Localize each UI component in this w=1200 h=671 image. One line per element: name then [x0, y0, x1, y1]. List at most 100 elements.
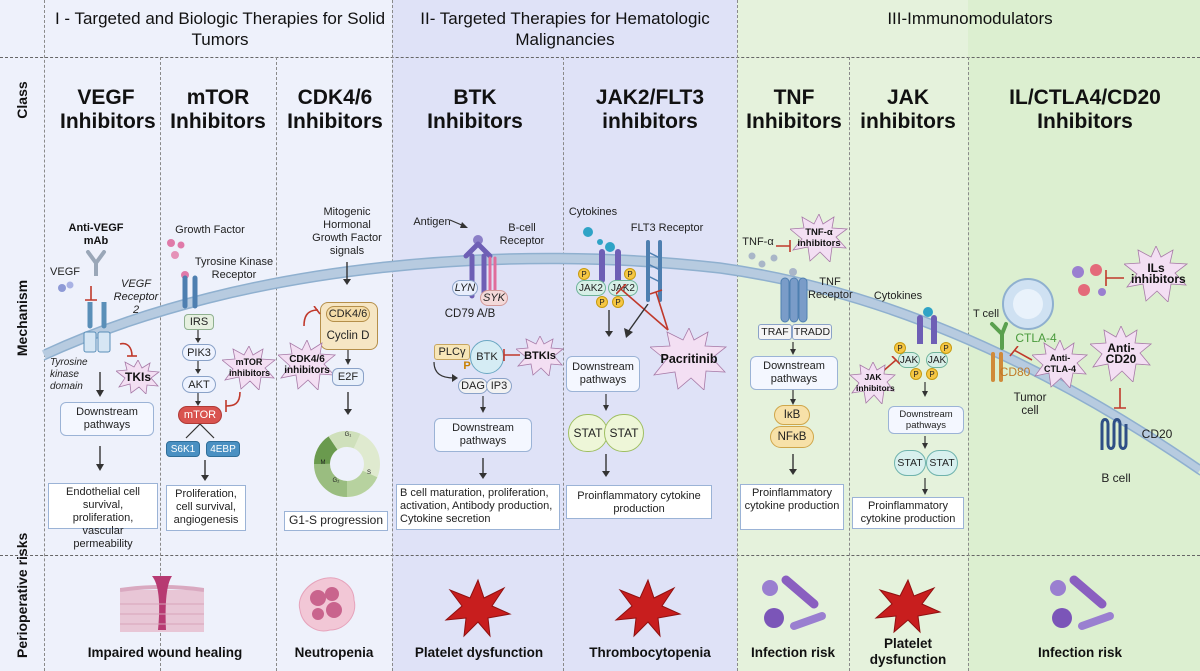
ctla4-icon: [990, 322, 1008, 350]
vegf-downstream-box: Downstream pathways: [60, 402, 154, 436]
tk-receptor-icon: [181, 271, 198, 309]
syk-node: SYK: [480, 290, 508, 306]
class-title-jak2: JAK2/FLT3 inhibitors: [595, 86, 705, 133]
inhibit-mark-cd20: [1114, 388, 1126, 409]
anti-cd20-label: Anti-CD20: [1105, 341, 1137, 366]
jak-p1: P: [894, 342, 906, 354]
vegf-label: VEGF: [50, 266, 80, 278]
class-title-cdk: CDK4/6 Inhibitors: [287, 86, 383, 133]
arrows-mtor-split: [185, 424, 215, 439]
arrow-mtor-4: [201, 460, 209, 481]
column-divider-5: [968, 57, 969, 671]
class-title-tnf: TNF Inhibitors: [746, 86, 842, 133]
akt-node: AKT: [182, 376, 216, 393]
pacritinib-burst: Pacritinib: [650, 328, 728, 390]
infection-icon-2: [1050, 575, 1114, 630]
wound-icon: [120, 576, 204, 632]
cdk-inhibitors-label: CDK4/6 inhibitors: [284, 354, 330, 376]
growth-factor-icon: [167, 239, 185, 259]
risks-divider: [0, 555, 1200, 556]
arrow-tnf-3: [789, 454, 797, 475]
tnf-downstream-box: Downstream pathways: [750, 356, 838, 390]
jak2-p3: P: [596, 296, 608, 308]
tumor-cell-label: Tumor cell: [1013, 392, 1047, 417]
arrow-plcg-dag: [433, 361, 458, 382]
btk-p-label: P: [463, 360, 471, 372]
arrow-btk-2: [479, 458, 487, 479]
btk-outcome-box: B cell maturation, proliferation, activa…: [396, 484, 560, 530]
antibody-icon: [86, 250, 106, 276]
arrow-mtor-2: [195, 361, 201, 374]
jak2-downstream-box: Downstream pathways: [566, 356, 640, 392]
platelet-icon-1: [444, 578, 512, 638]
jak2-stat-1: STAT: [568, 414, 608, 452]
section-3-title: III-Immunomodulators: [887, 9, 1053, 28]
irs-node: IRS: [184, 314, 214, 330]
section-2-title: II- Targeted Therapies for Hematologic M…: [420, 9, 710, 49]
arrow-btk-1: [480, 396, 486, 413]
jak2-cytokine-icon: [583, 227, 603, 245]
arrow-jak-1: [922, 382, 928, 397]
cd80-label: CD80: [999, 365, 1031, 379]
arrow-jak-3: [922, 478, 928, 495]
cd20-label: CD20: [1141, 427, 1173, 441]
risk-label-vegf: Impaired wound healing: [87, 645, 243, 660]
risk-label-il: Infection risk: [1037, 645, 1123, 660]
vegf-outcome-box: Endothelial cell survival, proliferation…: [48, 483, 158, 550]
cd80-icon: [991, 352, 1003, 382]
cycle-s-label: S: [366, 470, 371, 476]
s6k1-node: S6K1: [166, 441, 200, 457]
btkis-burst: BTKIs: [516, 336, 564, 376]
jak-p4: P: [926, 368, 938, 380]
jak-p3: P: [910, 368, 922, 380]
jak-cytokine-icon: [917, 307, 937, 344]
bcr-label: B-cell Receptor: [499, 222, 545, 247]
jak2-p2: P: [624, 268, 636, 280]
jak-cytokines-label: Cytokines: [873, 290, 923, 302]
section-1-title: I - Targeted and Biologic Therapies for …: [54, 9, 386, 49]
jak2-stat-2: STAT: [604, 414, 644, 452]
ctla4-label: CTLA-4: [1015, 331, 1057, 345]
tnfa-label: TNF-α: [742, 236, 774, 248]
arrow-antigen: [450, 219, 468, 228]
cycle-g1-label: G₁: [344, 432, 352, 438]
tk-receptor-label: Tyrosine Kinase Receptor: [194, 256, 274, 281]
inhibit-mark-vegf: [85, 286, 97, 301]
anti-ctla4-burst: Anti-CTLA-4: [1032, 340, 1088, 388]
inhibit-mark-cdk: [303, 306, 321, 327]
class-title-btk: BTK Inhibitors: [427, 86, 523, 133]
dag-node: DAG: [458, 378, 488, 394]
neutrophil-icon: [298, 577, 356, 632]
e2f-node: E2F: [332, 368, 364, 386]
jak-downstream-box: Downstream pathways: [888, 406, 964, 434]
tkis-label: TKIs: [124, 369, 151, 384]
tradd-node: TRADD: [792, 324, 832, 340]
growth-factor-label: Growth Factor: [175, 224, 245, 236]
ikb-node: IκB: [774, 405, 810, 425]
jak2-outcome-box: Proinflammatory cytokine production: [566, 485, 712, 519]
il-cytokine-icon: [1072, 264, 1106, 296]
tnf-receptor-label: TNF Receptor: [808, 276, 853, 301]
pacritinib-label: Pacritinib: [660, 351, 718, 366]
arrow-jak2-1: [605, 310, 613, 337]
jak-stat-2: STAT: [926, 450, 958, 476]
jak-p2: P: [940, 342, 952, 354]
anti-vegf-label: Anti-VEGF mAb: [68, 222, 124, 247]
inhibit-mark-ils: [1105, 270, 1124, 286]
jak-inhibitors-burst: JAK inhibitors: [850, 362, 896, 404]
class-title-mtor: mTOR Inhibitors: [170, 86, 266, 133]
nfkb-node: NFκB: [770, 426, 814, 448]
risk-label-btk: Platelet dysfunction: [414, 645, 544, 660]
arrow-tnf-1: [790, 342, 796, 355]
cd79-label: CD79 A/B: [444, 308, 496, 320]
btk-node: BTK: [470, 340, 504, 374]
cdk-outcome-box: G1-S progression: [284, 511, 388, 531]
header-divider: [0, 57, 1200, 58]
arrow-tnf-2: [790, 390, 796, 405]
cdk-inhibitors-burst: CDK4/6 inhibitors: [278, 340, 336, 390]
jak-node-2: JAK: [926, 352, 948, 368]
section-2-background: [392, 0, 737, 671]
tk-domain-label: Tyrosine kinase domain: [50, 357, 88, 392]
jak-node-1: JAK: [898, 352, 920, 368]
tnf-outcome-box: Proinflammatory cytokine production: [740, 484, 844, 530]
